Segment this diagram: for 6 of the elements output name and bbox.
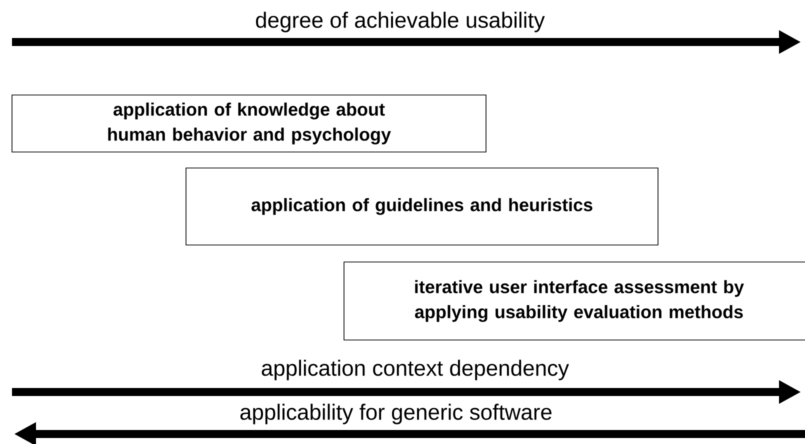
axis-label: application context dependency xyxy=(262,360,569,380)
axis-label: applicability for generic software xyxy=(240,404,552,424)
axis-label: degree of achievable usability xyxy=(256,12,545,32)
text-box: application of knowledge about human behavior and psychology xyxy=(12,94,486,152)
text-box: iterative user interface assessment by applying usability evaluation methods xyxy=(344,262,805,340)
text-box: application of guidelines and heuristics xyxy=(186,168,658,246)
